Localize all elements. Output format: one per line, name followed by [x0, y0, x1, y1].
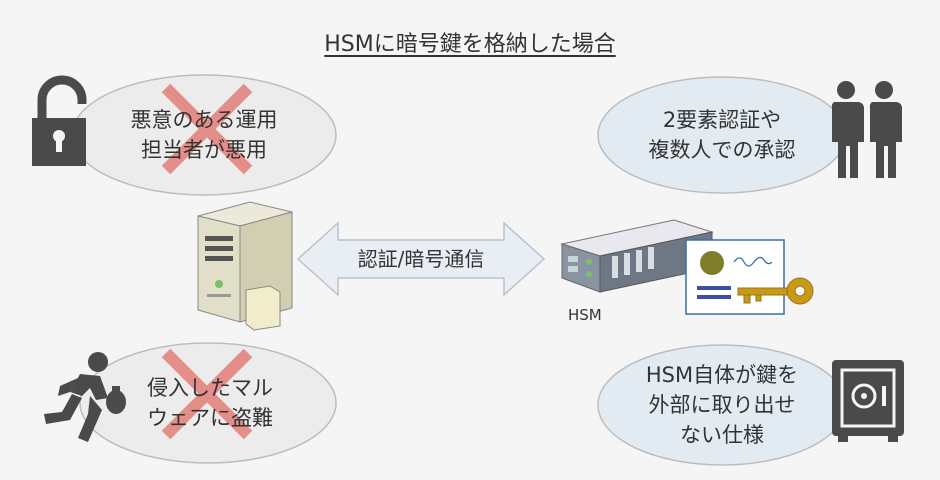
insider-risk-label: 悪意のある運用 担当者が悪用: [94, 105, 314, 165]
non-exportable-label: HSM自体が鍵を 外部に取り出せ ない仕様: [612, 360, 832, 450]
double-arrow-shape: [296, 221, 546, 297]
insider-cross-icon: [161, 83, 253, 175]
server-icon: [197, 201, 293, 331]
diagram-title: HSMに暗号鍵を格納した場合: [0, 26, 940, 58]
certificate-icon: [685, 239, 785, 315]
hsm-appliance-icon: [560, 219, 714, 293]
non-exportable-line3: ない仕様: [680, 423, 764, 447]
multi-approval-line2: 複数人での承認: [648, 138, 796, 162]
malware-cross-icon: [161, 348, 253, 440]
insider-risk-line1: 悪意のある運用: [130, 108, 278, 132]
malware-risk-label: 侵入したマル ウェアに盗難: [100, 373, 320, 433]
insider-risk-line2: 担当者が悪用: [141, 138, 267, 162]
malware-risk-line2: ウェアに盗難: [147, 406, 273, 430]
malware-risk-line1: 侵入したマル: [147, 376, 273, 400]
diagram-title-text: HSMに暗号鍵を格納した場合: [324, 32, 616, 57]
hsm-label: HSM: [568, 306, 602, 324]
multi-approval-label: 2要素認証や 複数人での承認: [612, 105, 832, 165]
arrow-label: 認証/暗号通信: [357, 247, 485, 271]
padlock-icon: [32, 75, 87, 166]
people-icon: [831, 81, 902, 178]
non-exportable-line1: HSM自体が鍵を: [645, 363, 799, 387]
safe-icon: [832, 360, 904, 442]
non-exportable-line2: 外部に取り出せ: [648, 393, 796, 417]
thief-icon: [44, 352, 126, 442]
key-icon: [737, 277, 814, 305]
multi-approval-line1: 2要素認証や: [662, 108, 782, 132]
